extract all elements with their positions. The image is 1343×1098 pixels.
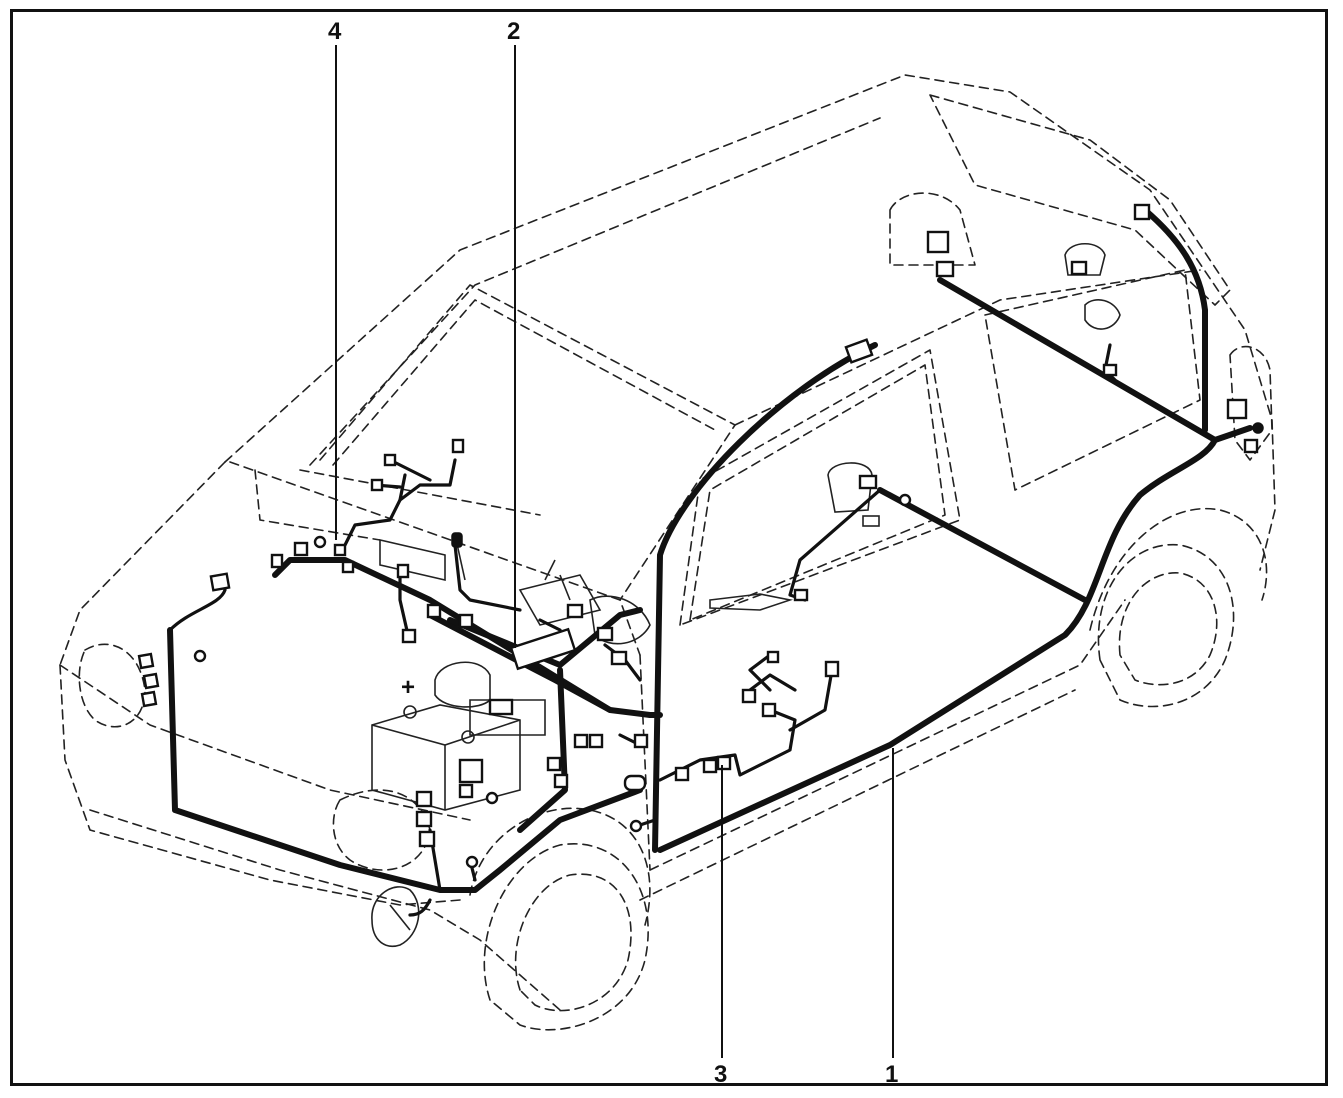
harness-door: [638, 343, 1117, 827]
horn: [371, 886, 420, 947]
callout-leaders: [335, 45, 894, 1058]
callout-label-4: 4: [328, 18, 342, 45]
callout-label-2: 2: [507, 18, 521, 45]
car-body-outline: [59, 74, 1276, 1031]
connectors: [137, 203, 1264, 869]
callout-label-3: 3: [714, 1061, 728, 1088]
handbrake-lever: [709, 593, 794, 611]
engine-components: [379, 534, 651, 736]
harness-main: [647, 207, 1253, 853]
callout-label-1: 1: [885, 1061, 899, 1088]
fuel-pump: [827, 462, 880, 527]
harness-engine: [167, 557, 653, 917]
rear-components: [1064, 242, 1121, 330]
battery-plus-symbol: +: [401, 674, 416, 701]
battery: [371, 704, 521, 811]
